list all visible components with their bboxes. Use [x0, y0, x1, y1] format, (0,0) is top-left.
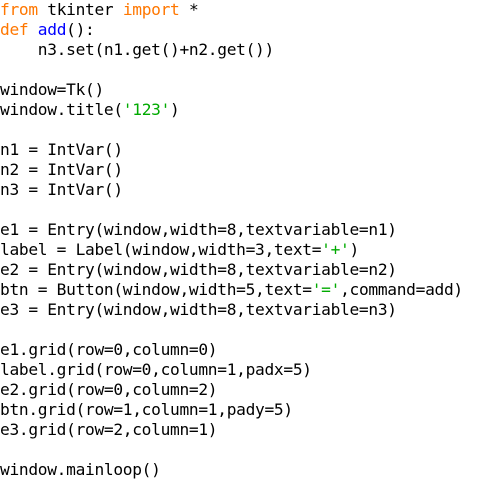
code-line: label.grid(row=0,column=1,padx=5): [0, 360, 490, 380]
code-token-default: e2.grid(row=0,column=2): [0, 380, 218, 399]
code-token-default: e2 = Entry(window,width=8,textvariable=n…: [0, 260, 397, 279]
code-token-default: ,command=add): [340, 280, 463, 299]
code-line: btn = Button(window,width=5,text='=',com…: [0, 280, 490, 300]
code-token-default: window.title(: [0, 100, 123, 119]
code-line: n1 = IntVar(): [0, 140, 490, 160]
code-line: label = Label(window,width=3,text='+'): [0, 240, 490, 260]
code-line: window=Tk(): [0, 80, 490, 100]
code-token-default: e1.grid(row=0,column=0): [0, 340, 218, 359]
code-token-keyword: from: [0, 0, 38, 19]
code-line: btn.grid(row=1,column=1,pady=5): [0, 400, 490, 420]
code-token-default: window.mainloop(): [0, 460, 161, 479]
code-line: n3.set(n1.get()+n2.get()): [0, 40, 490, 60]
code-line: window.mainloop(): [0, 460, 490, 480]
code-token-default: n3.set(n1.get()+n2.get()): [0, 40, 274, 59]
code-line: e3.grid(row=2,column=1): [0, 420, 490, 440]
code-line: from tkinter import *: [0, 0, 490, 20]
code-line: [0, 120, 490, 140]
code-token-keyword: import: [122, 0, 180, 19]
code-line: e1 = Entry(window,width=8,textvariable=n…: [0, 220, 490, 240]
code-token-default: [28, 20, 37, 39]
code-line: [0, 320, 490, 340]
code-line: [0, 440, 490, 460]
code-line: e2.grid(row=0,column=2): [0, 380, 490, 400]
code-line: [0, 200, 490, 220]
code-token-string: '+': [321, 240, 350, 259]
code-token-default: e1 = Entry(window,width=8,textvariable=n…: [0, 220, 397, 239]
code-line: e2 = Entry(window,width=8,textvariable=n…: [0, 260, 490, 280]
code-token-keyword: def: [0, 20, 29, 39]
code-token-default: tkinter: [37, 0, 123, 19]
code-token-default: e3 = Entry(window,width=8,textvariable=n…: [0, 300, 397, 319]
code-token-default: n2 = IntVar(): [0, 160, 123, 179]
code-token-string: '123': [122, 100, 171, 119]
code-line: e3 = Entry(window,width=8,textvariable=n…: [0, 300, 490, 320]
code-token-string: '=': [311, 280, 341, 299]
code-token-default: ():: [66, 20, 95, 39]
code-token-default: btn = Button(window,width=5,text=: [0, 280, 312, 299]
code-line: [0, 60, 490, 80]
code-token-default: e3.grid(row=2,column=1): [0, 420, 218, 439]
code-token-default: *: [179, 0, 199, 19]
code-token-default: label = Label(window,width=3,text=: [0, 240, 322, 259]
code-line: n3 = IntVar(): [0, 180, 490, 200]
code-token-default: ): [170, 100, 180, 119]
code-line: def add():: [0, 20, 490, 40]
code-token-default: window=Tk(): [0, 80, 104, 99]
code-token-default: btn.grid(row=1,column=1,pady=5): [0, 400, 293, 419]
code-token-default: label.grid(row=0,column=1,padx=5): [0, 360, 312, 379]
code-lines: from tkinter import *def add(): n3.set(n…: [0, 0, 490, 480]
code-line: e1.grid(row=0,column=0): [0, 340, 490, 360]
code-token-default: ): [349, 240, 360, 259]
code-line: n2 = IntVar(): [0, 160, 490, 180]
code-line: window.title('123'): [0, 100, 490, 120]
code-token-default: n1 = IntVar(): [0, 140, 123, 159]
code-token-def: add: [37, 20, 67, 39]
code-token-default: n3 = IntVar(): [0, 180, 123, 199]
